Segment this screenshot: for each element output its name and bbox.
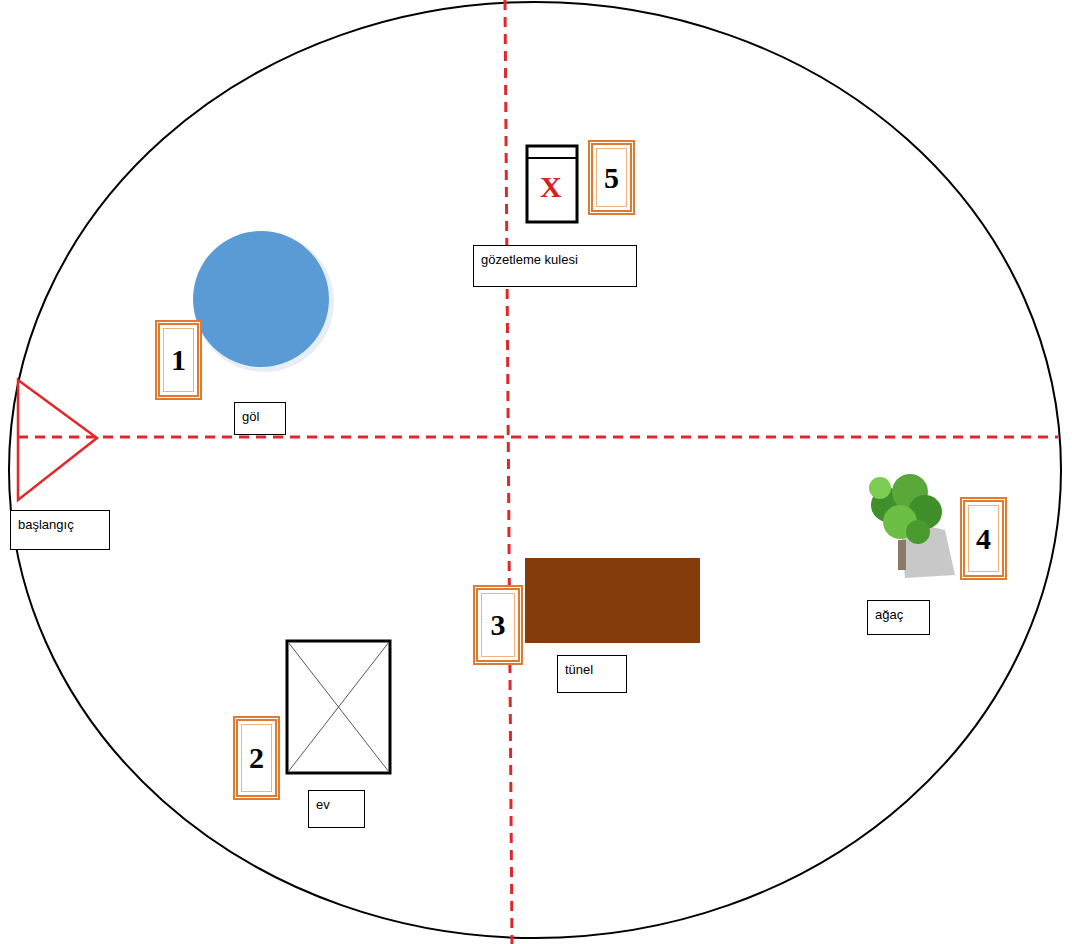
lake-shadow [194, 232, 334, 372]
place-label-box: başlangıç [10, 510, 110, 550]
callout-number: 4 [976, 524, 991, 554]
axis-line [18, 436, 1058, 439]
tower-band [527, 157, 577, 159]
callout-number-box: 3 [473, 585, 523, 665]
axis-line [505, 0, 512, 944]
place-label-box: gözetleme kulesi [473, 245, 637, 287]
callout-number: 3 [491, 610, 506, 640]
tree-picture [869, 474, 955, 578]
area-outline [9, 2, 1061, 938]
callout-number: 5 [604, 163, 619, 193]
place-label-box: ev [308, 790, 365, 828]
place-label: göl [242, 409, 259, 425]
place-label: tünel [565, 662, 593, 678]
house-cross [288, 642, 389, 772]
callout-number-box: 5 [588, 140, 635, 215]
tree-trunk [898, 540, 906, 570]
place-label: ev [316, 797, 330, 813]
place-label-box: ağaç [867, 600, 930, 635]
house-symbol [287, 641, 390, 773]
place-label: ağaç [875, 607, 903, 623]
tower-symbol [527, 146, 577, 222]
callout-number-box: 2 [233, 716, 280, 800]
tree-leaves [906, 520, 930, 544]
tower-mark: X [540, 172, 562, 202]
place-label-box: tünel [557, 655, 627, 693]
callout-number-box: 1 [155, 320, 202, 400]
tree-leaves [869, 477, 891, 499]
callout-number: 2 [249, 743, 264, 773]
place-label: gözetleme kulesi [481, 252, 578, 268]
tree-shadow [900, 520, 955, 578]
callout-number-box: 4 [960, 497, 1007, 580]
lake-circle [193, 231, 329, 367]
start-triangle [18, 380, 97, 500]
place-label: başlangıç [18, 517, 74, 533]
tunnel-rect [525, 558, 700, 643]
place-label-box: göl [234, 402, 286, 435]
house-cross [288, 642, 389, 772]
callout-number: 1 [171, 345, 186, 375]
